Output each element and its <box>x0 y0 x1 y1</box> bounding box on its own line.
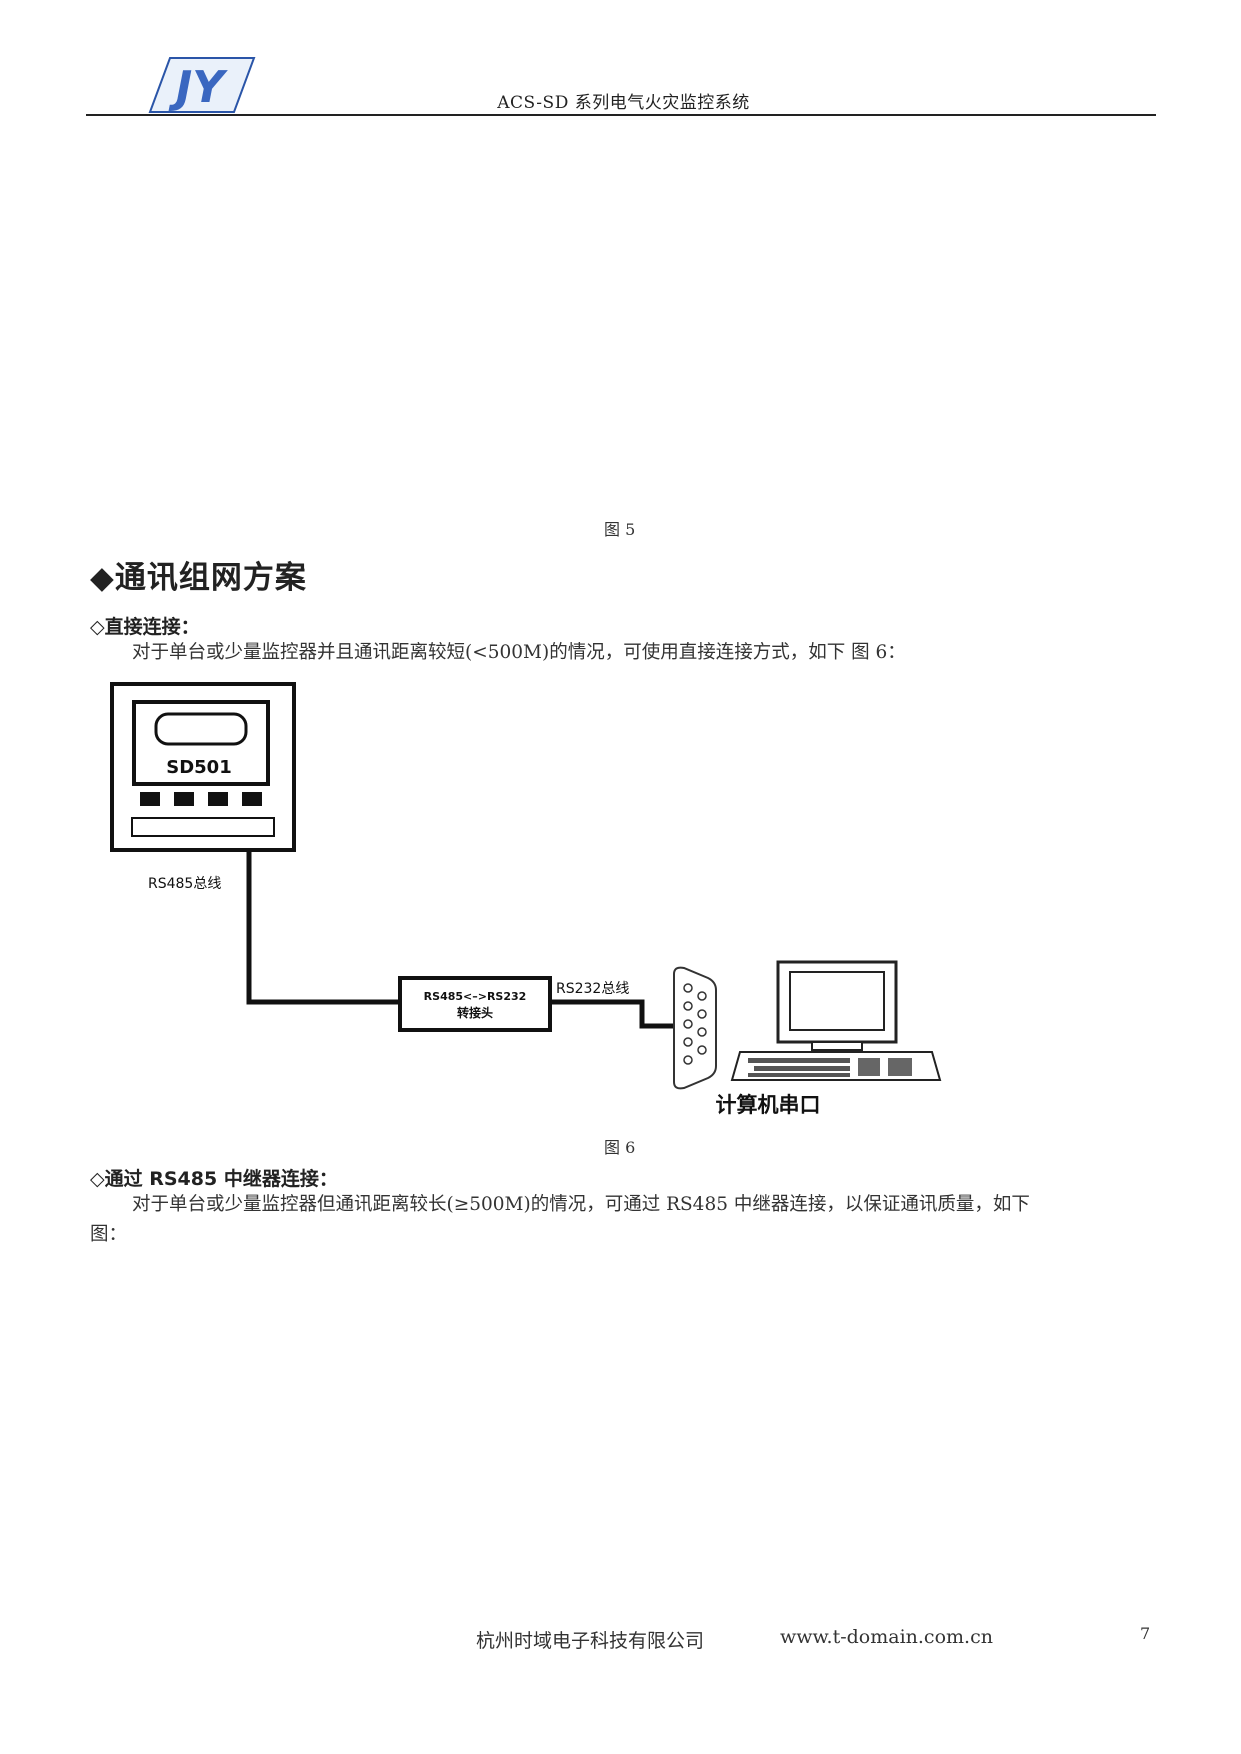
direct-connection-paragraph: 对于单台或少量监控器并且通讯距离较短(<500M)的情况，可使用直接连接方式，如… <box>132 642 906 663</box>
rs485-rs232-converter: RS485<–>RS232 转接头 <box>398 976 552 1032</box>
rs232-bus-line <box>550 999 674 1029</box>
footer-url: www.t-domain.com.cn <box>780 1626 993 1648</box>
repeater-connection-paragraph-line1: 对于单台或少量监控器但通讯距离较长(≥500M)的情况，可通过 RS485 中继… <box>132 1194 1030 1215</box>
converter-label-line2: 转接头 <box>457 1005 493 1020</box>
db9-connector <box>673 966 717 1090</box>
header-rule <box>86 114 1156 116</box>
rs232-bus-label: RS232总线 <box>556 981 629 997</box>
converter-label-line1: RS485<–>RS232 <box>424 990 527 1003</box>
sd501-device: SD501 <box>110 682 296 852</box>
repeater-connection-paragraph-line2: 图： <box>90 1224 128 1245</box>
figure5-caption: 图 5 <box>604 520 636 539</box>
page-number: 7 <box>1140 1624 1151 1643</box>
pc-serial-label: 计算机串口 <box>716 1093 821 1117</box>
rs485-bus-line <box>246 850 400 1005</box>
sd501-label: SD501 <box>166 757 231 778</box>
section-title: ◆通讯组网方案 <box>90 560 307 596</box>
logo-text: JY <box>168 62 228 113</box>
rs485-bus-label: RS485总线 <box>148 876 221 892</box>
direct-connection-heading: ◇直接连接： <box>90 616 200 638</box>
figure6-caption: 图 6 <box>604 1138 636 1157</box>
header-title: ACS-SD 系列电气火灾监控系统 <box>497 93 750 113</box>
computer: 计算机串口 <box>716 960 942 1117</box>
repeater-connection-heading: ◇通过 RS485 中继器连接： <box>90 1168 338 1190</box>
footer-company: 杭州时域电子科技有限公司 <box>476 1630 705 1652</box>
company-logo: JY <box>148 57 256 113</box>
figure6-diagram: SD501 RS485总线 RS485<–>RS232 转接头 RS232总线 <box>110 682 942 1117</box>
